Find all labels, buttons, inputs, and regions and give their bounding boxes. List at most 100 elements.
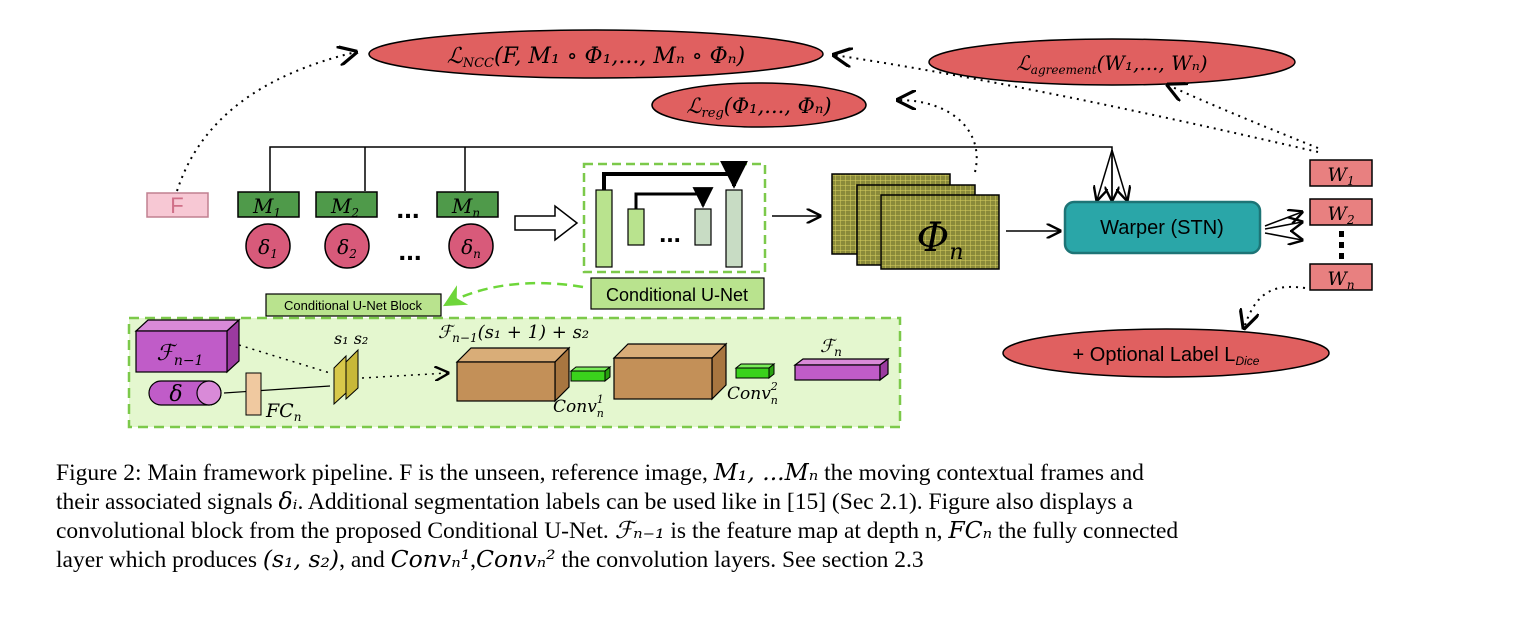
fc-label: FC [265,400,294,422]
weight-dots [1339,231,1344,259]
weight-w2-sub: 2 [1346,213,1355,227]
unet-label-box [590,277,765,310]
caption-text: Figure 2: Main framework pipeline. F is … [56,460,714,486]
unet-decoder-layer-1 [725,189,743,268]
ref-to-ncc-arrow [176,52,356,192]
svg-text:δn: δn [461,235,481,261]
unet-bottleneck-dots: ... [659,218,681,248]
caption-text: the fully connected [992,518,1179,544]
caption-math-delta: δᵢ [278,487,298,515]
scale-plane-s2 [345,348,359,401]
dice-loss-subscript: Dice [1235,354,1259,368]
frame-m2-label: M [330,194,352,218]
caption-line-4: layer which produces (s₁, s₂), and Convₙ… [56,545,1466,574]
warper-label: Warper (STN) [1100,217,1224,239]
frames-ellipsis: ... [396,193,419,224]
mod-subscript: n−1 [452,331,477,345]
reg-loss: ℒreg(Φ₁,..., Φₙ) [651,82,867,128]
signal-d2: δ2 [324,223,370,269]
warper-stn: Warper (STN) [1063,200,1262,255]
caption-text: the convolution layers. See section 2.3 [555,547,924,573]
frame-mn-label: M [451,194,473,218]
svg-text:ℒagreement(W₁,..., Wₙ): ℒagreement(W₁,..., Wₙ) [1016,51,1207,77]
unet-skip-outer [602,160,748,190]
frame-m1: M1 [237,191,300,220]
svg-text:δ1: δ1 [258,235,278,261]
caption-math-frames: M₁, ...Mₙ [713,458,819,486]
conv1-layer [569,365,612,383]
agreement-loss: ℒagreement(W₁,..., Wₙ) [928,38,1296,86]
caption-line-3: convolutional block from the proposed Co… [56,516,1466,545]
unet-skip-inner [634,187,714,209]
block-delta-signal: δ [148,380,222,407]
weight-wn-label: W [1327,268,1348,290]
ncc-loss: ℒNCC(F, M₁ ∘ Φ₁,..., Mₙ ∘ Φₙ) [368,29,824,79]
ncc-loss-args: (F, M₁ ∘ Φ₁,..., Mₙ ∘ Φₙ) [494,44,745,69]
reg-loss-symbol: ℒ [686,94,702,118]
weight-w1-sub: 1 [1347,174,1355,188]
conv2-superscript: 2 [770,380,778,393]
svg-text:ℱn: ℱn [820,336,842,359]
conv2-label: Conv [727,384,771,404]
caption-text: . Additional segmentation labels can be … [297,489,1133,515]
ncc-loss-symbol: ℒ [447,44,464,69]
caption-text: layer which produces [56,547,263,573]
pipeline-diagram: ℒNCC(F, M₁ ∘ Φ₁,..., Mₙ ∘ Φₙ) ℒreg(Φ₁,..… [127,29,1373,429]
conv-block-1 [455,346,571,403]
caption-text: , and [339,547,391,573]
phi-subscript: n [949,240,963,265]
reference-image: F [146,192,209,218]
block-delta-label: δ [169,382,182,407]
reference-label: F [170,193,183,218]
unet-encoder-layer-1 [595,189,613,268]
signal-d1-sub: 1 [270,247,278,261]
block-label-box [265,293,442,317]
caption-text: the moving contextual frames and [818,460,1144,486]
svg-text:W2: W2 [1327,203,1354,227]
mod-symbol: ℱ [438,322,455,343]
signal-dn-label: δ [461,235,473,259]
ncc-loss-subscript: NCC [462,56,494,71]
signal-d2-label: δ [337,235,349,259]
caption-line-1: Figure 2: Main framework pipeline. F is … [56,458,1466,487]
reg-loss-subscript: reg [702,106,724,121]
block-label: Conditional U-Net Block [284,298,423,313]
svg-text:M2: M2 [330,194,359,220]
frame-m2-sub: 2 [350,206,359,220]
signal-d2-sub: 2 [348,247,357,261]
conv-block-2 [612,342,728,401]
feature-out-subscript: n [834,345,842,359]
caption-text: is the feature map at depth n, [664,518,949,544]
agreement-loss-args: (W₁,..., Wₙ) [1097,51,1208,75]
svg-text:δ2: δ2 [337,235,357,261]
caption-math-feature: ℱₙ₋₁ [614,516,665,544]
conv2-subscript: n [771,394,778,407]
weights-to-agreement-arrow [1168,85,1319,149]
signal-dn: δn [448,223,494,269]
caption-text: , [470,547,477,573]
feature-map-input: ℱn−1 [134,318,241,374]
svg-text:W1: W1 [1327,164,1354,188]
figure-caption: Figure 2: Main framework pipeline. F is … [56,458,1466,574]
feature-map-output [793,357,890,382]
feature-to-scale-dots [238,344,331,374]
signal-dn-sub: n [473,247,481,261]
unet-encoder-layer-2 [627,208,645,246]
deformation-fields: Φn [831,173,1000,270]
agreement-loss-symbol: ℒ [1016,51,1031,75]
caption-text: convolutional block from the proposed Co… [56,518,615,544]
frame-mn-sub: n [472,206,480,220]
frame-m2: M2 [315,191,378,220]
feature-out-symbol: ℱ [820,336,837,357]
svg-text:+ Optional Label LDice: + Optional Label LDice [1073,344,1260,368]
svg-text:ℱn−1: ℱn−1 [157,341,204,369]
warper-outputs [1264,212,1302,240]
svg-text:ℒreg(Φ₁,..., Φₙ): ℒreg(Φ₁,..., Φₙ) [686,94,831,121]
signal-d1-label: δ [258,235,270,259]
conv1-superscript: 1 [597,393,604,406]
signal-d1: δ1 [245,223,291,269]
caption-text: their associated signals [56,489,279,515]
conditional-unet-block: ℱn−1 δ FCn s₁ s₂ ℱn−1(s₁ + 1) + s₂ [127,316,902,429]
